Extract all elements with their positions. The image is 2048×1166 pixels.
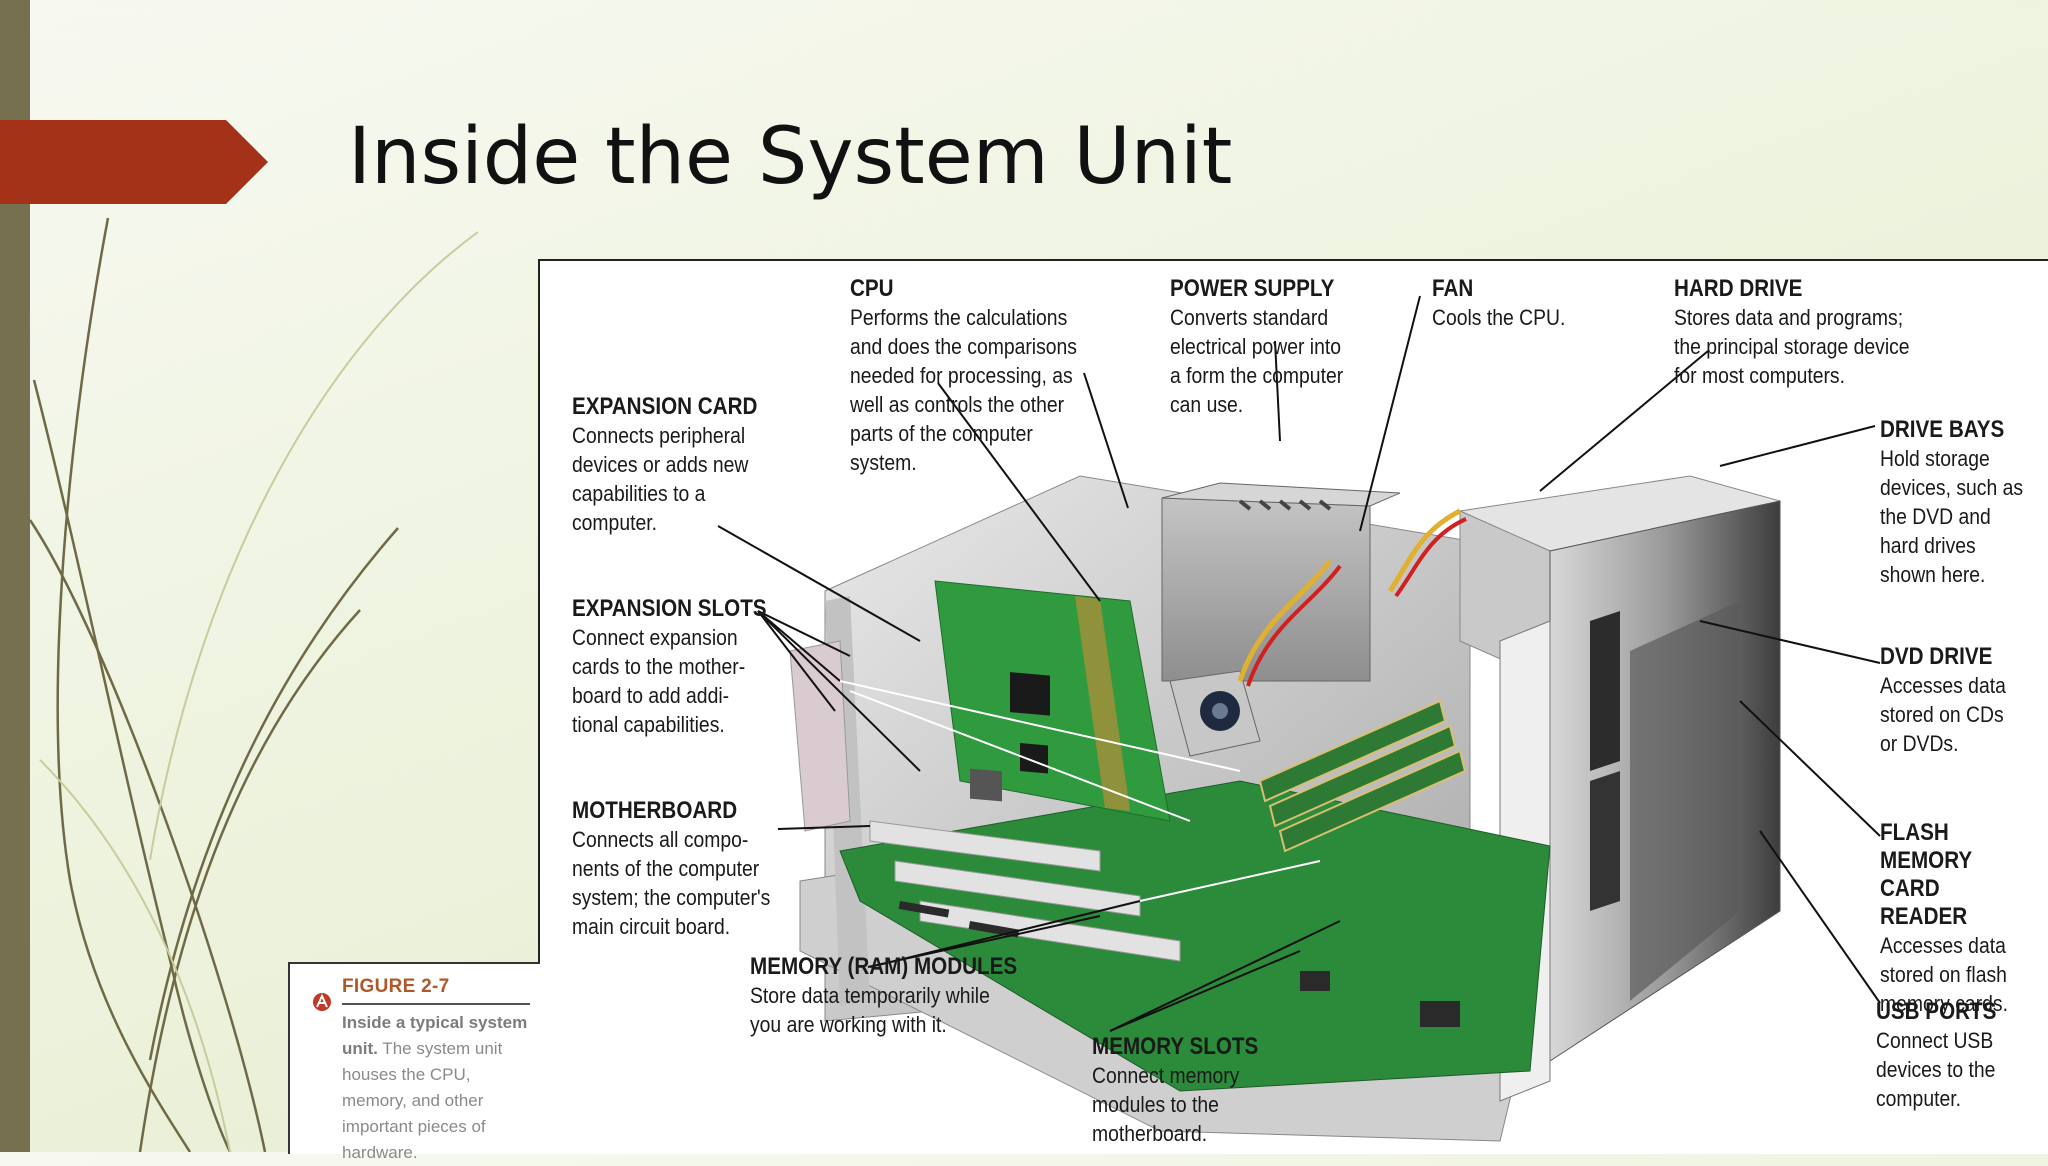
label-flash-memory-card-reader: FLASH MEMORY CARD READER Accesses data s… — [1880, 819, 2026, 1018]
caption-title: Inside a typical system unit. — [342, 1013, 528, 1058]
caption-divider — [342, 1003, 530, 1005]
slide-title: Inside the System Unit — [348, 112, 1233, 202]
ram-module — [1268, 724, 1457, 828]
chip — [1020, 742, 1048, 774]
label-heading: EXPANSION CARD — [572, 393, 758, 420]
branch-line — [39, 759, 231, 1152]
label-description: Hold storage devices, such as the DVD an… — [1880, 446, 2024, 587]
system-unit-figure: CPU Performs the calculations and does t… — [538, 259, 2048, 1154]
label-description: Performs the calculations and does the c… — [850, 305, 1077, 475]
branch-line — [148, 527, 399, 1061]
label-heading: FLASH MEMORY CARD READER — [1880, 819, 1973, 930]
expansion-slot — [919, 900, 1181, 962]
publisher-logo-icon — [313, 993, 331, 1011]
label-heading: CPU — [850, 275, 894, 302]
label-heading: HARD DRIVE — [1674, 275, 1803, 302]
label-description: Connects all compo- nents of the compute… — [572, 827, 771, 939]
label-description: Converts standard electrical power into … — [1170, 305, 1344, 417]
label-heading: MOTHERBOARD — [572, 797, 738, 824]
label-heading: MEMORY (RAM) MODULES — [750, 953, 1018, 980]
expansion-slot — [894, 860, 1141, 917]
label-fan: FAN Cools the CPU. — [1432, 275, 1565, 332]
leader-lines — [717, 295, 1881, 1032]
label-description: Stores data and programs; the principal … — [1674, 305, 1910, 388]
branch-line — [138, 609, 361, 1152]
label-usb-ports: USB PORTS Connect USB devices to the com… — [1876, 998, 1996, 1113]
power-supply-unit — [1161, 497, 1371, 682]
expansion-slot — [869, 820, 1101, 872]
label-description: Connect memory modules to the motherboar… — [1092, 1063, 1240, 1146]
chip — [1010, 672, 1050, 716]
title-accent-arrow — [0, 120, 268, 204]
label-heading: EXPANSION SLOTS — [572, 595, 767, 622]
label-description: Connect USB devices to the computer. — [1876, 1028, 1996, 1111]
label-power-supply: POWER SUPPLY Converts standard electrica… — [1170, 275, 1343, 419]
label-cpu: CPU Performs the calculations and does t… — [850, 275, 1077, 477]
label-expansion-card: EXPANSION CARD Connects peripheral devic… — [572, 393, 757, 537]
dvd-drive-slot — [1590, 611, 1620, 771]
label-description: Accesses data stored on flash memory car… — [1880, 933, 2008, 1016]
branch-line — [32, 379, 232, 1152]
label-memory-slots: MEMORY SLOTS Connect memory modules to t… — [1092, 1033, 1258, 1148]
caption-text: Inside a typical system unit. The system… — [342, 1010, 536, 1166]
branch-line — [28, 519, 267, 1152]
card-reader-slot — [1590, 771, 1620, 911]
label-heading: MEMORY SLOTS — [1092, 1033, 1259, 1060]
label-drive-bays: DRIVE BAYS Hold storage devices, such as… — [1880, 416, 2023, 589]
label-heading: USB PORTS — [1876, 998, 1997, 1025]
label-heading: POWER SUPPLY — [1170, 275, 1335, 302]
branch-line — [149, 231, 479, 861]
label-heading: FAN — [1432, 275, 1474, 302]
label-heading: DVD DRIVE — [1880, 643, 1993, 670]
label-motherboard: MOTHERBOARD Connects all compo- nents of… — [572, 797, 770, 941]
figure-number: FIGURE 2-7 — [342, 976, 450, 997]
label-dvd-drive: DVD DRIVE Accesses data stored on CDs or… — [1880, 643, 2006, 758]
label-description: Store data temporarily while you are wor… — [750, 983, 990, 1037]
ram-module — [1258, 699, 1447, 803]
expansion-card-brackets — [789, 640, 851, 832]
ram-module — [1278, 749, 1467, 853]
branch-line — [56, 217, 192, 1152]
figure-caption: FIGURE 2-7 Inside a typical system unit.… — [288, 962, 540, 1162]
computer-illustration — [717, 295, 1881, 1142]
label-heading: DRIVE BAYS — [1880, 416, 2005, 443]
label-description: Cools the CPU. — [1432, 305, 1566, 330]
label-hard-drive: HARD DRIVE Stores data and programs; the… — [1674, 275, 1910, 390]
label-description: Connects peripheral devices or adds new … — [572, 423, 749, 535]
label-description: Accesses data stored on CDs or DVDs. — [1880, 673, 2006, 756]
label-expansion-slots: EXPANSION SLOTS Connect expansion cards … — [572, 595, 767, 739]
decorative-branches — [28, 217, 479, 1152]
label-description: Connect expansion cards to the mother- b… — [572, 625, 746, 737]
label-memory-modules: MEMORY (RAM) MODULES Store data temporar… — [750, 953, 1017, 1039]
chip — [970, 768, 1002, 802]
